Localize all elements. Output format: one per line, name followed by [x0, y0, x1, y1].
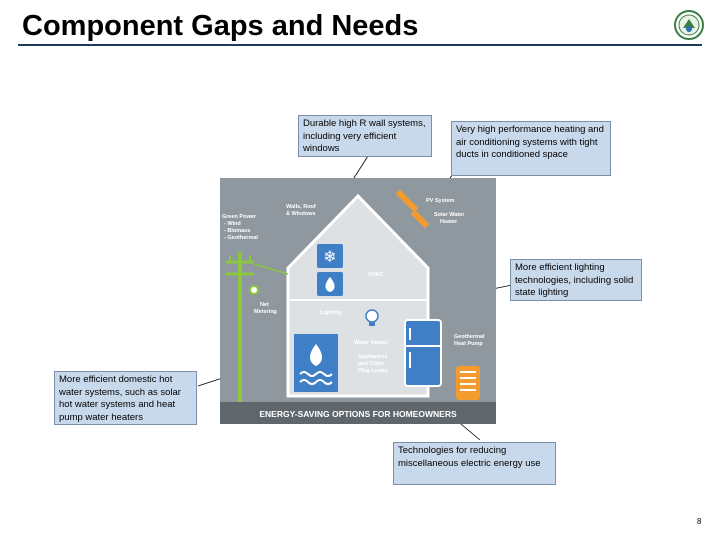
net-metering-label: Net	[260, 302, 269, 308]
refrigerator-icon	[404, 319, 442, 387]
net-metering-label: Metering	[254, 309, 277, 315]
callout-plug-loads: Technologies for reducing miscellaneous …	[393, 442, 556, 485]
callout-water-heating: More efficient domestic hot water system…	[54, 371, 197, 425]
net-meter-icon	[249, 285, 259, 295]
title-divider	[18, 44, 702, 46]
power-line	[253, 263, 289, 275]
slide-title: Component Gaps and Needs	[22, 10, 419, 42]
appliances-label: Appliances	[358, 354, 387, 360]
callout-hvac: Very high performance heating and air co…	[451, 121, 611, 176]
hvac-label: HVAC	[368, 272, 383, 278]
page-number: 8	[697, 517, 702, 526]
diagram-banner	[220, 402, 496, 424]
doe-seal-icon	[674, 10, 704, 40]
light-bulb-icon	[365, 309, 379, 323]
svg-text:❄: ❄	[323, 247, 336, 266]
solar-water-label: Heater	[440, 219, 458, 225]
appliances-label: Plug Loads	[358, 368, 388, 374]
walls-label: & Windows	[286, 211, 316, 217]
green-power-item: - Biomass	[224, 228, 250, 234]
green-power-item: - Wind	[224, 221, 241, 227]
callout-lighting: More efficient lighting technologies, in…	[510, 259, 642, 301]
water-heater-label: Water Heater	[354, 340, 389, 346]
solar-water-panel-icon	[410, 209, 430, 229]
lighting-label: Lighting	[320, 310, 342, 316]
callout-wall-systems: Durable high R wall systems, including v…	[298, 115, 432, 157]
solar-water-label: Solar Water	[434, 212, 465, 218]
pv-label: PV System	[426, 198, 455, 204]
appliances-label: and Other	[358, 361, 385, 367]
cooling-icon	[317, 244, 343, 268]
green-power-item: - Geothermal	[224, 235, 258, 241]
pv-panel-icon	[395, 189, 419, 213]
diagram-banner-text: ENERGY-SAVING OPTIONS FOR HOMEOWNERS	[259, 409, 457, 419]
walls-label: Walls, Roof	[286, 204, 316, 210]
utility-pole-icon	[226, 252, 254, 402]
energy-saving-house-diagram: ENERGY-SAVING OPTIONS FOR HOMEOWNERS ❄ G…	[220, 178, 496, 424]
green-power-title: Green Power	[222, 214, 257, 220]
geothermal-label: Geothermal	[454, 334, 485, 340]
geothermal-label: Heat Pump	[454, 341, 483, 347]
